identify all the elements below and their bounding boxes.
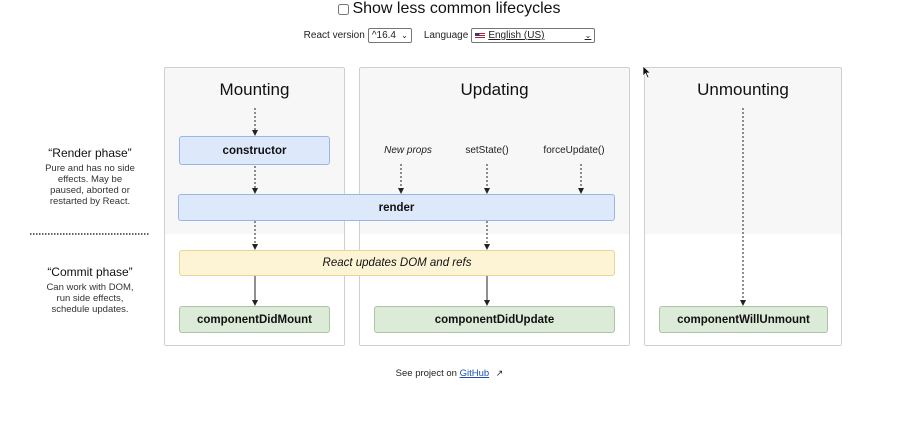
lifecycle-toggle-row: Show less common lifecycles [0,0,899,18]
component-did-mount-box[interactable]: componentDidMount [179,306,330,333]
unmounting-title: Unmounting [697,80,789,99]
force-update-label: forceUpdate() [543,145,605,156]
commit-phase-title: “Commit phase” [47,265,133,279]
github-link[interactable]: GitHub [459,368,490,379]
component-will-unmount-box[interactable]: componentWillUnmount [659,306,828,333]
external-link-icon: ↗ [495,368,504,378]
footer: See project on GitHub ↗ [0,368,899,379]
render-phase-description: Pure and has no side effects. May be pau… [45,163,135,207]
controls-row: React version ^16.4 ⌄ Language English (… [0,28,899,43]
render-phase-title: “Render phase” [48,146,132,160]
show-less-common-label[interactable]: Show less common lifecycles [352,0,561,17]
set-state-label: setState() [465,145,509,156]
mounting-title: Mounting [219,80,290,99]
component-did-update-box[interactable]: componentDidUpdate [374,306,615,333]
language-select[interactable]: English (US) ⌄ [471,28,596,43]
language-value: English (US) [488,30,545,41]
commit-phase-description: Can work with DOM, run side effects, sch… [46,282,134,315]
render-box[interactable]: render [178,194,615,221]
react-version-select[interactable]: ^16.4 ⌄ [367,28,412,43]
constructor-box[interactable]: constructor [179,136,330,165]
footer-prefix: See project on [395,368,457,379]
us-flag-icon [475,32,486,39]
language-label: Language [423,30,469,41]
chevron-down-icon: ⌄ [401,31,408,40]
chevron-down-icon: ⌄ [584,31,592,40]
react-version-value: ^16.4 [371,30,396,41]
updating-title: Updating [460,80,529,99]
react-version-label: React version [303,30,365,41]
new-props-label: New props [384,145,432,156]
dom-update-box: React updates DOM and refs [179,250,615,276]
show-less-common-checkbox[interactable] [338,3,350,15]
mouse-cursor-icon [642,65,652,79]
